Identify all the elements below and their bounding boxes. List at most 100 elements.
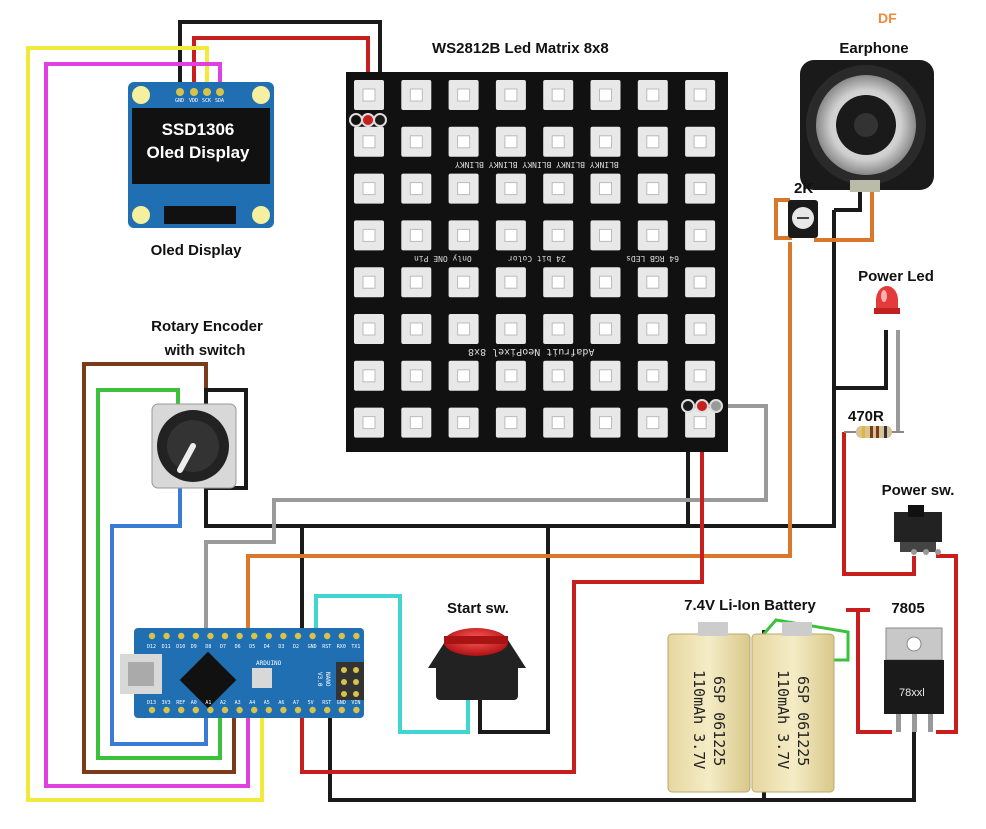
wire-yellow-sck: [26, 46, 264, 802]
wire-green-encoder: [96, 388, 222, 760]
wire-black-led: [834, 330, 888, 390]
arduino-bottom-pin: [353, 706, 360, 714]
led-pixel-core: [599, 88, 612, 102]
label-matrix: WS2812B Led Matrix 8x8: [432, 40, 609, 57]
led-pixel-core: [457, 88, 471, 102]
arduino-bottom-pin: [324, 706, 331, 714]
wire-black-ear: [834, 190, 862, 212]
led-pixel-core: [599, 369, 612, 383]
wire-green-battery: [760, 618, 850, 662]
wire-red-switch: [842, 432, 916, 576]
wire-magenta-sda: [44, 62, 250, 788]
led-pixel-core: [504, 88, 518, 102]
led-pixel-core: [362, 322, 376, 336]
regulator-7805: [884, 627, 944, 732]
arduino-top-pin-label: D7: [220, 644, 227, 650]
label-power-led: Power Led: [858, 268, 934, 285]
oled-pin-vdd: VDD: [189, 98, 199, 104]
arduino-bottom-pin-label: 3V3: [161, 700, 171, 706]
battery-cell2-line2: 110mAh 3.7V: [774, 670, 792, 770]
start-switch: [428, 628, 526, 700]
arduino-bottom-pin-label: A4: [249, 700, 256, 706]
led-pixel-core: [693, 228, 707, 242]
led-pixel-core: [457, 135, 471, 149]
led-pixel-core: [693, 135, 707, 149]
oled-pin-gnd: GND: [175, 98, 185, 104]
led-pixel-core: [646, 135, 660, 149]
led-pixel-core: [409, 228, 423, 242]
arduino-bottom-pin: [163, 706, 170, 714]
led-pixel-core: [646, 416, 660, 430]
led-pixel-core: [409, 369, 423, 383]
led-pixel-core: [646, 322, 660, 336]
arduino-bottom-pin-label: A1: [205, 700, 212, 706]
led-pixel-core: [551, 135, 565, 149]
led-pixel-core: [457, 275, 471, 289]
arduino-top-pin-label: D10: [176, 644, 186, 650]
matrix-text-row1: BLINKY BLINKY BLINKY BLINKY BLINKY: [455, 160, 619, 169]
led-pixel-core: [362, 416, 376, 430]
arduino-top-pin: [207, 632, 214, 640]
arduino-top-pin-label: D12: [147, 644, 157, 650]
arduino-top-pin-label: D5: [249, 644, 256, 650]
label-battery: 7.4V Li-Ion Battery: [684, 597, 816, 614]
arduino-bottom-pin-label: A6: [278, 700, 285, 706]
arduino-bottom-pin-label: A5: [263, 700, 270, 706]
label-encoder-line2: with switch: [164, 342, 246, 359]
earphone: [800, 60, 934, 192]
arduino-top-pin-label: D11: [161, 644, 171, 650]
led-pixel-core: [599, 228, 612, 242]
led-pixel-core: [599, 135, 612, 149]
led-pixel-core: [457, 322, 471, 336]
arduino-bottom-pin: [192, 706, 199, 714]
arduino-bottom-pin: [207, 706, 214, 714]
led-pixel-core: [646, 275, 660, 289]
led-pixel-core: [504, 322, 518, 336]
arduino-top-pin-label: TX1: [351, 644, 361, 650]
power-switch: [894, 505, 942, 555]
power-led: [874, 286, 900, 314]
arduino-top-pin: [251, 632, 258, 640]
arduino-board-name: ARDUINO: [256, 660, 282, 667]
led-pixel-core: [551, 369, 565, 383]
arduino-top-pin: [280, 632, 287, 640]
corner-mark: DF: [878, 10, 897, 26]
led-pixel-core: [551, 416, 565, 430]
arduino-bottom-pin: [221, 706, 229, 714]
led-pixel-core: [504, 182, 518, 196]
led-pixel-core: [457, 228, 471, 242]
led-pixel-core: [409, 182, 423, 196]
oled-screen-line2: Oled Display: [146, 143, 250, 162]
wire-red-reg: [936, 554, 958, 734]
led-pixel-core: [409, 275, 423, 289]
oled-screen-line1: SSD1306: [161, 120, 235, 139]
arduino-top-pin: [236, 632, 243, 640]
label-encoder-line1: Rotary Encoder: [151, 318, 263, 335]
label-resistor: 470R: [848, 408, 884, 425]
led-matrix: [346, 72, 728, 452]
arduino-top-pin: [309, 632, 316, 640]
matrix-text-row3: Adafruit NeoPixel 8x8: [468, 346, 595, 357]
arduino-bottom-pin-holes: [148, 706, 360, 714]
wire-red-matrix: [300, 406, 704, 774]
battery-pack: [667, 622, 835, 793]
arduino-bottom-pin-label: A2: [220, 700, 227, 706]
wire-orange-ear: [814, 190, 874, 242]
led-pixel-core: [409, 135, 423, 149]
oled-pin-headers: [176, 88, 224, 96]
wire-cyan-start: [314, 594, 470, 734]
wire-black-bottom: [328, 710, 916, 802]
wire-red-bat: [856, 610, 892, 734]
wire-blue-encoder: [110, 480, 208, 746]
led-pixel-core: [551, 228, 565, 242]
potentiometer-2k: [788, 200, 818, 238]
resistor-470r: [844, 426, 904, 438]
arduino-bottom-pin: [309, 706, 316, 714]
label-earphone: Earphone: [839, 40, 909, 57]
arduino-top-pin-label: RST: [322, 644, 332, 650]
led-pixel-core: [409, 88, 423, 102]
led-pixel-core: [599, 182, 612, 196]
oled-display: [128, 82, 274, 228]
oled-pin-sda: SDA: [215, 98, 225, 104]
arduino-bottom-pin: [294, 706, 302, 714]
